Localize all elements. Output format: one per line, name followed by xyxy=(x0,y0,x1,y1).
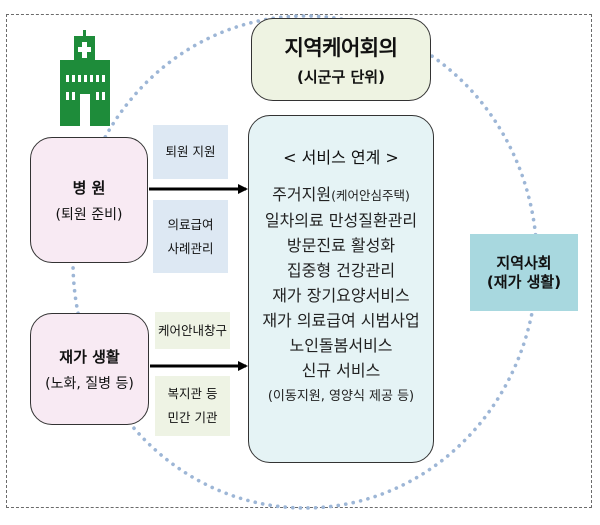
service-item: 방문진료 활성화 xyxy=(286,236,396,255)
home-living-title: 재가 생활 xyxy=(59,347,120,366)
council-subtitle: (시군구 단위) xyxy=(297,68,385,86)
service-item: 집중형 건강관리 xyxy=(286,261,396,280)
hospital-building-icon xyxy=(60,30,110,126)
welfare-institution-label: 복지관 등 민간 기관 xyxy=(155,376,230,436)
discharge-support-label: 퇴원 지원 xyxy=(153,125,228,179)
medical-aid-line1: 의료급여 xyxy=(167,216,214,232)
council-title: 지역케어회의 xyxy=(284,36,398,60)
care-window-label: 케어안내창구 xyxy=(155,312,230,349)
service-linkage-box: < 서비스 연계 > 주거지원(케어안심주택) 일차의료 만성질환관리 방문진료… xyxy=(248,115,434,463)
service-heading: < 서비스 연계 > xyxy=(283,148,399,167)
welfare-line1: 복지관 등 xyxy=(167,386,218,401)
service-item: 재가 의료급여 시범사업 xyxy=(262,311,420,330)
service-item: 노인돌봄서비스 xyxy=(289,336,393,355)
medical-aid-line2: 사례관리 xyxy=(167,240,214,256)
service-item: 재가 장기요양서비스 xyxy=(272,286,410,305)
medical-aid-case-label: 의료급여 사례관리 xyxy=(153,200,228,273)
community-box: 지역사회 (재가 생활) xyxy=(470,234,578,311)
care-window-text: 케어안내창구 xyxy=(157,322,227,338)
discharge-support-text: 퇴원 지원 xyxy=(165,144,216,159)
service-note: (이동지원, 영양식 제공 등) xyxy=(267,389,415,404)
service-item: 주거지원(케어안심주택) xyxy=(272,185,410,204)
welfare-line2: 민간 기관 xyxy=(167,410,218,425)
service-item: 일차의료 만성질환관리 xyxy=(264,211,418,230)
service-item: 신규 서비스 xyxy=(301,361,381,380)
community-line2: (재가 생활) xyxy=(486,272,562,291)
hospital-box: 병 원 (퇴원 준비) xyxy=(30,137,148,263)
hospital-subtitle: (퇴원 준비) xyxy=(55,206,123,223)
community-line1: 지역사회 xyxy=(496,253,552,272)
hospital-title: 병 원 xyxy=(72,178,106,197)
home-living-box: 재가 생활 (노화, 질병 등) xyxy=(30,313,149,425)
regional-care-council-box: 지역케어회의 (시군구 단위) xyxy=(251,18,431,101)
home-living-subtitle: (노화, 질병 등) xyxy=(45,375,134,392)
